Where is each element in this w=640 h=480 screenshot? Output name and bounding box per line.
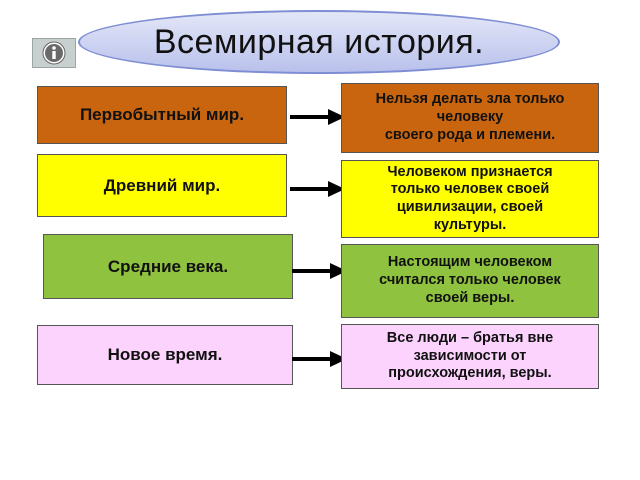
era-label: Средние века.	[107, 256, 229, 276]
era-label: Первобытный мир.	[79, 105, 245, 124]
arrow-right-icon	[292, 263, 347, 279]
era-label: Древний мир.	[103, 175, 221, 195]
description-box-modern: Все люди – братья вне зависимости от про…	[341, 324, 599, 389]
description-line: человеку	[436, 109, 504, 126]
era-label: Новое время.	[107, 345, 223, 364]
info-icon	[42, 41, 66, 65]
description-box-middle-ages: Настоящим человеком считался только чело…	[341, 244, 599, 318]
description-line: Настоящим человеком	[387, 254, 553, 271]
description-line: только человек своей	[390, 181, 550, 198]
page-title: Всемирная история.	[153, 22, 485, 61]
era-box-middle-ages: Средние века.	[43, 234, 293, 299]
description-line: Все люди – братья вне	[386, 329, 554, 346]
description-line: своего рода и племени.	[384, 126, 556, 143]
description-line: своей веры.	[425, 289, 515, 306]
description-line: Нельзя делать зла только	[375, 91, 565, 108]
title-oval: Всемирная история.	[78, 10, 560, 74]
arrow-right-icon	[290, 181, 345, 197]
description-box-primitive: Нельзя делать зла только человеку своего…	[341, 83, 599, 153]
description-line: культуры.	[433, 216, 507, 233]
description-box-ancient: Человеком признается только человек свое…	[341, 160, 599, 238]
description-line: зависимости от	[413, 347, 527, 364]
description-line: Человеком признается	[387, 163, 553, 180]
arrow-right-icon	[290, 109, 345, 125]
info-button[interactable]	[32, 38, 76, 68]
arrow-right-icon	[292, 351, 347, 367]
era-box-ancient: Древний мир.	[37, 154, 287, 217]
era-box-modern: Новое время.	[37, 325, 293, 385]
description-line: считался только человек	[379, 272, 561, 289]
description-line: происхождения, веры.	[388, 365, 552, 382]
description-line: цивилизации, своей	[396, 199, 544, 215]
era-box-primitive: Первобытный мир.	[37, 86, 287, 144]
